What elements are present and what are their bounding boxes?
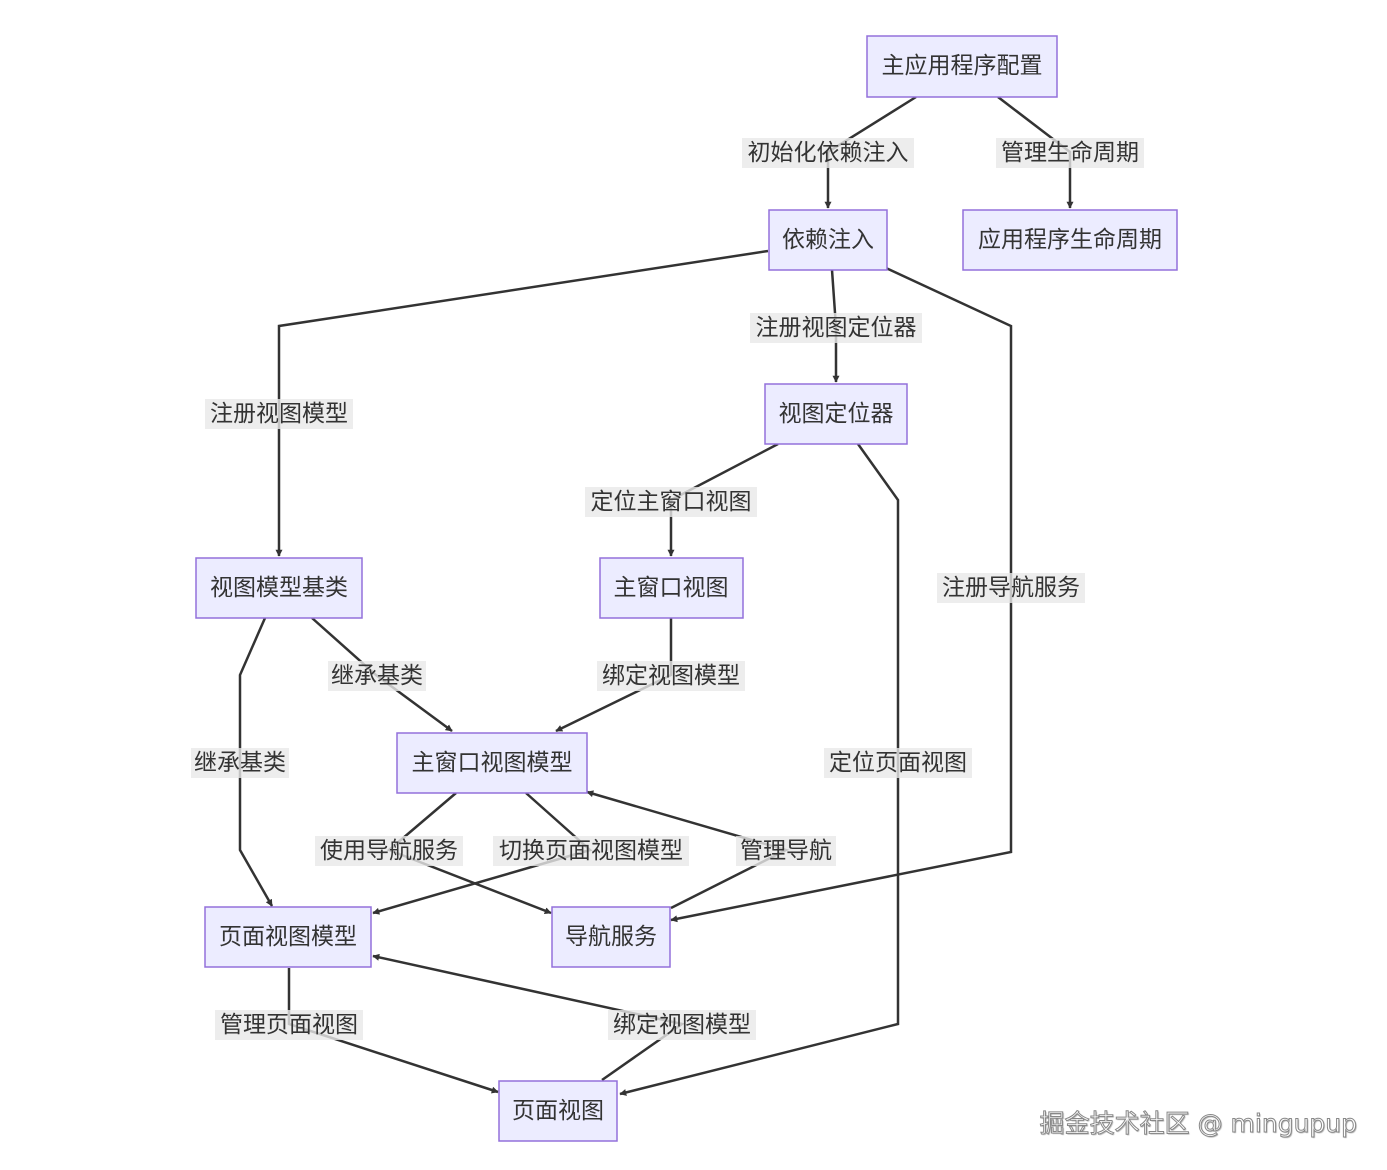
node-label: 页面视图 [512, 1098, 604, 1124]
node-app-config[interactable]: 主应用程序配置 [866, 35, 1058, 98]
edge-label-text: 定位主窗口视图 [591, 489, 752, 515]
edge-labels: 初始化依赖注入 管理生命周期 注册视图定位器 注册视图模型 注册导航服务 定位主… [191, 138, 1144, 1040]
edge-label-text: 管理生命周期 [1001, 140, 1139, 166]
node-vm-base[interactable]: 视图模型基类 [195, 557, 363, 619]
edge-label-switch-page-vm: 切换页面视图模型 [493, 836, 689, 866]
node-label: 视图模型基类 [210, 575, 348, 601]
edge-label-text: 绑定视图模型 [613, 1012, 751, 1038]
node-page-view[interactable]: 页面视图 [498, 1080, 618, 1142]
edge-label-text: 初始化依赖注入 [748, 140, 909, 166]
watermark: 掘金技术社区 @ mingupup [1039, 1109, 1357, 1139]
node-label: 主窗口视图模型 [412, 750, 573, 776]
edge-label-init-di: 初始化依赖注入 [742, 138, 914, 168]
node-label: 主应用程序配置 [882, 53, 1043, 79]
node-label: 导航服务 [565, 924, 657, 950]
edge-label-register-nav: 注册导航服务 [937, 573, 1085, 603]
edge-label-text: 继承基类 [331, 663, 423, 689]
node-label: 应用程序生命周期 [978, 227, 1162, 253]
edge-label-locate-main-window: 定位主窗口视图 [585, 487, 757, 517]
edge-label-text: 注册视图定位器 [756, 315, 917, 341]
edge-label-text: 使用导航服务 [320, 838, 458, 864]
edge-label-manage-lifecycle: 管理生命周期 [996, 138, 1144, 168]
edge-label-inherit-page: 继承基类 [191, 748, 289, 778]
node-label: 依赖注入 [782, 227, 874, 253]
node-di[interactable]: 依赖注入 [768, 209, 888, 271]
nodes: 主应用程序配置 依赖注入 应用程序生命周期 视图定位器 视图模型基类 主窗口视图… [195, 35, 1178, 1142]
node-label: 页面视图模型 [219, 924, 357, 950]
edge-label-locate-page-view: 定位页面视图 [824, 748, 972, 778]
edge-label-use-nav: 使用导航服务 [315, 836, 463, 866]
edge-label-text: 管理导航 [740, 838, 832, 864]
edge-register-vm [275, 249, 769, 557]
edge-label-manage-page-view: 管理页面视图 [215, 1010, 363, 1040]
edge-label-text: 注册导航服务 [942, 575, 1080, 601]
node-label: 主窗口视图 [614, 575, 729, 601]
node-page-vm[interactable]: 页面视图模型 [204, 906, 372, 968]
node-label: 视图定位器 [779, 401, 894, 427]
node-nav-service[interactable]: 导航服务 [551, 906, 671, 968]
edge-label-text: 注册视图模型 [210, 401, 348, 427]
edge-label-manage-nav: 管理导航 [736, 836, 836, 866]
node-view-locator[interactable]: 视图定位器 [764, 383, 908, 445]
edge-label-text: 管理页面视图 [220, 1012, 358, 1038]
node-app-lifecycle[interactable]: 应用程序生命周期 [962, 209, 1178, 271]
node-main-window-view[interactable]: 主窗口视图 [599, 557, 744, 619]
edge-label-bind-vm-page: 绑定视图模型 [608, 1010, 756, 1040]
node-main-window-vm[interactable]: 主窗口视图模型 [396, 732, 588, 794]
edge-label-bind-vm-main: 绑定视图模型 [597, 661, 745, 691]
edge-label-register-view-locator: 注册视图定位器 [750, 313, 922, 343]
edge-label-text: 定位页面视图 [829, 750, 967, 776]
edge-label-text: 继承基类 [194, 750, 286, 776]
edge-label-register-vm: 注册视图模型 [205, 399, 353, 429]
edge-label-text: 绑定视图模型 [602, 663, 740, 689]
edge-label-text: 切换页面视图模型 [499, 838, 683, 864]
edge-label-inherit-main: 继承基类 [328, 661, 426, 691]
